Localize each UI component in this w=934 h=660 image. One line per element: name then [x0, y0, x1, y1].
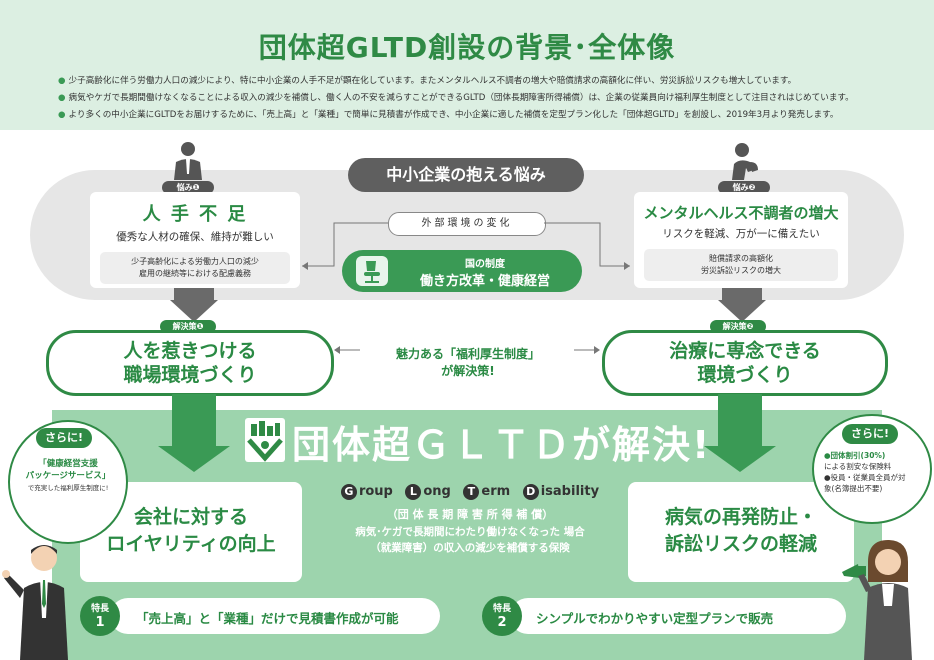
solution-tag-1: 解決策❶ — [160, 320, 216, 333]
letter-l: L — [405, 484, 422, 500]
arrow-right-body — [722, 288, 762, 302]
double-arrow-right — [574, 345, 600, 355]
solution-middle: 魅力ある「福利厚生制度」 が解決策! — [336, 346, 600, 380]
gltd-description-line-1: 病気･ケガで長期間にわたり働けなくなった 場合 — [355, 526, 585, 538]
solution-tag-2: 解決策❷ — [710, 320, 766, 333]
worry-left-box-line-2: 雇用の継続等における配慮義務 — [139, 269, 251, 278]
feature-2-text: シンプルでわかりやすい定型プランで販売 — [536, 611, 774, 626]
worry-tag-2: 悩み❷ — [718, 181, 770, 194]
external-change-label: 外部環境の変化 — [388, 212, 546, 236]
right-bubble-line-3: ●役員・従業員全員が対 — [824, 473, 906, 482]
gov-line-1: 国の制度 — [465, 259, 505, 270]
woman-megaphone-illustration-icon — [838, 536, 930, 660]
worry-right-box-line-2: 労災訴訟リスクの増大 — [701, 266, 781, 275]
bullet-1: 少子高齢化に伴う労働力人口の減少により、特に中小企業の人手不足が顕在化しています… — [58, 74, 797, 86]
solution-middle-line-1: 魅力ある「福利厚生制度」 — [395, 347, 540, 361]
feature-1-box: 「売上高」と「業種」だけで見積書作成が可能 — [110, 598, 440, 634]
solution-left-line-2: 職場環境づくり — [123, 364, 257, 386]
arrow-right-head — [718, 300, 766, 322]
worry-left-box: 少子高齢化による労働力人口の減少 雇用の継続等における配慮義務 — [100, 252, 290, 284]
bullet-3: より多くの中小企業にGLTDをお届けするために、「売上高」と「業種」で簡単に見積… — [58, 108, 839, 120]
worry-right-sub: リスクを軽減、万が一に備えたい — [662, 228, 820, 240]
government-policy-box: 国の制度 働き方改革・健康経営 — [342, 250, 582, 292]
green-arrow-right-body — [718, 394, 762, 446]
letter-d: D — [522, 484, 539, 500]
worry-left-sub: 優秀な人材の確保、維持が難しい — [116, 231, 274, 243]
office-chair-icon — [356, 256, 388, 286]
worry-left-box-line-1: 少子高齢化による労働力人口の減少 — [131, 257, 259, 266]
result-right-line-2: 訴訟リスクの軽減 — [664, 533, 817, 555]
letter-g: G — [340, 484, 357, 500]
worry-right-panel: メンタルヘルス不調者の増大 リスクを軽減、万が一に備えたい 賠償請求の高額化 労… — [634, 192, 848, 288]
word-term: erm — [481, 484, 511, 499]
result-left-line-1: 会社に対する — [133, 506, 248, 528]
businessman-icon — [168, 140, 208, 180]
solution-left-line-1: 人を惹きつける — [123, 340, 257, 362]
right-bubble-badge: さらに! — [842, 424, 898, 444]
gltd-logo-icon — [245, 418, 285, 462]
right-bubble-line-2: による割安な保険料 — [824, 462, 892, 471]
feature-1-badge-label: 特長 — [90, 604, 109, 614]
gltd-description: 病気･ケガで長期間にわたり働けなくなった 場合 （就業障害）の収入の減少を補償す… — [312, 524, 628, 556]
page-title: 団体超GLTD創設の背景･全体像 — [258, 31, 676, 64]
solution-right-line-1: 治療に専念できる — [669, 340, 821, 362]
word-group: roup — [358, 484, 393, 499]
green-arrow-left-head — [158, 446, 230, 472]
distressed-person-icon — [724, 140, 764, 180]
result-right-line-1: 病気の再発防止・ — [664, 506, 817, 528]
result-right: 病気の再発防止・ 訴訟リスクの軽減 — [628, 482, 854, 582]
feature-1-text: 「売上高」と「業種」だけで見積書作成が可能 — [136, 611, 399, 626]
feature-2-badge-label: 特長 — [492, 604, 511, 614]
businessman-illustration-icon — [0, 538, 80, 660]
gltd-subtitle: （団 体 長 期 障 害 所 得 補 償） — [386, 508, 554, 521]
worry-title: 中小企業の抱える悩み — [348, 158, 584, 192]
right-bubble-line-1: ●団体割引(30%) — [824, 451, 886, 460]
solution-middle-line-2: が解決策! — [441, 364, 495, 378]
worry-right-box: 賠償請求の高額化 労災訴訟リスクの増大 — [644, 249, 838, 281]
double-arrow-left — [334, 345, 360, 355]
worry-right-box-line-1: 賠償請求の高額化 — [709, 254, 773, 263]
worry-right-heading: メンタルヘルス不調者の増大 — [643, 204, 839, 222]
feature-2-badge: 特長 2 — [482, 596, 522, 636]
letter-t: T — [463, 484, 480, 500]
left-bubble-badge: さらに! — [36, 428, 92, 448]
solution-left: 人を惹きつける 職場環境づくり — [46, 330, 334, 396]
bullet-2: 病気やケガで長期間働けなくなることによる収入の減少を補償し、働く人の不安を減らす… — [58, 91, 854, 103]
worry-left-heading: 人 手 不 足 — [142, 204, 248, 225]
gltd-title: 団体超ＧＬＴＤが解決! — [292, 423, 712, 467]
word-disability: isability — [540, 484, 600, 499]
left-bubble-text: 「健康経営支援 パッケージサービス」 で充実した福利厚生制度に! — [18, 458, 118, 494]
arrow-left-head — [170, 300, 218, 322]
arrow-left-body — [174, 288, 214, 302]
left-bubble-line-2: パッケージサービス」 — [25, 471, 111, 481]
left-bubble-line-1: 「健康経営支援 — [38, 459, 98, 469]
right-bubble-text: ●団体割引(30%) による割安な保険料 ●役員・従業員全員が対 象(名簿提出不… — [824, 450, 922, 494]
connector-left — [296, 222, 636, 272]
result-left-line-2: ロイヤリティの向上 — [106, 533, 276, 555]
green-arrow-left-body — [172, 394, 216, 446]
green-arrow-right-head — [704, 446, 776, 472]
gltd-description-line-2: （就業障害）の収入の減少を補償する保険 — [370, 542, 570, 554]
feature-1-badge: 特長 1 — [80, 596, 120, 636]
right-bubble-line-4: 象(名簿提出不要) — [824, 484, 883, 493]
worry-tag-1: 悩み❶ — [162, 181, 214, 194]
worry-left-panel: 人 手 不 足 優秀な人材の確保、維持が難しい 少子高齢化による労働力人口の減少… — [90, 192, 300, 288]
solution-right-line-2: 環境づくり — [697, 364, 793, 386]
solution-right: 治療に専念できる 環境づくり — [602, 330, 888, 396]
feature-2-box: シンプルでわかりやすい定型プランで販売 — [510, 598, 846, 634]
feature-2-badge-number: 2 — [497, 615, 507, 630]
left-bubble-line-3: で充実した福利厚生制度に! — [27, 484, 109, 492]
gov-line-2: 働き方改革・健康経営 — [419, 274, 550, 289]
word-long: ong — [423, 484, 451, 499]
feature-1-badge-number: 1 — [95, 615, 105, 630]
